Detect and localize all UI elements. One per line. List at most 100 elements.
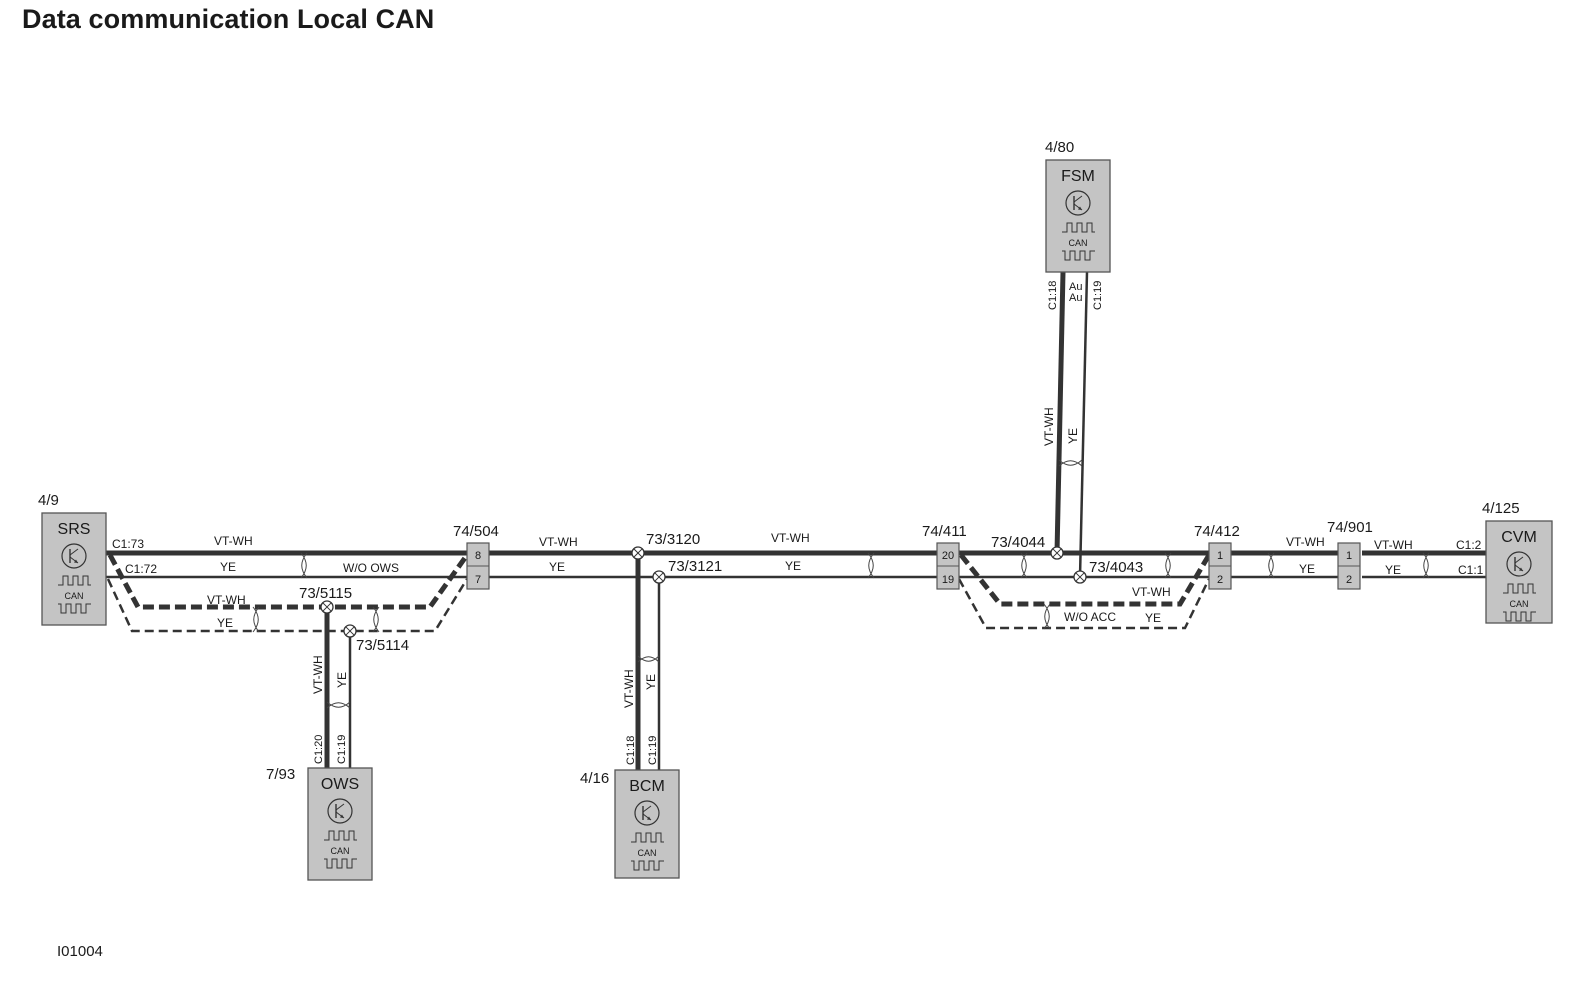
connector-pin: 2	[1346, 574, 1352, 586]
pin-label: C1:19	[647, 736, 659, 765]
module-ref: 7/93	[266, 766, 295, 783]
square-wave-high-icon	[631, 832, 664, 843]
fsm-module-name: FSM	[1061, 168, 1095, 185]
connector-pin: 2	[1217, 574, 1223, 586]
splice-73-4043	[1073, 570, 1087, 584]
srs-module: SRS CAN	[41, 512, 107, 626]
pin-label: C1:1	[1458, 563, 1484, 577]
connector-pin: 19	[942, 574, 954, 586]
pin-label: C1:19	[336, 735, 348, 764]
wire-color-label: YE	[785, 559, 801, 573]
pin-label: C1:73	[112, 537, 144, 551]
wire-color-label: YE	[644, 674, 658, 690]
module-ref: 4/80	[1045, 139, 1074, 156]
wire-color-label: YE	[217, 616, 233, 630]
twisted-pair-icon	[300, 552, 308, 579]
connector-pin: 7	[475, 574, 481, 586]
twisted-pair-icon	[1267, 552, 1275, 579]
au-label: Au	[1069, 281, 1082, 293]
connector-pin: 1	[1346, 550, 1352, 562]
square-wave-high-icon	[324, 830, 357, 841]
wire-color-label: VT-WH	[771, 531, 810, 545]
wire-color-label: VT-WH	[311, 655, 325, 694]
module-ref: 4/16	[580, 770, 609, 787]
transistor-icon	[1506, 551, 1532, 577]
pin-label: C1:2	[1456, 538, 1482, 552]
pin-label: C1:20	[313, 735, 325, 764]
ows-module: OWS CAN	[307, 767, 373, 881]
module-ref: 4/9	[38, 492, 59, 509]
transistor-icon	[327, 798, 353, 824]
square-wave-low-icon	[324, 858, 357, 869]
acc-high-dashed-wire	[959, 553, 1212, 607]
square-wave-high-icon	[58, 575, 91, 586]
twisted-pair-icon	[1043, 603, 1051, 630]
transistor-icon	[61, 543, 87, 569]
splice-73-4044	[1050, 546, 1064, 560]
fsm-can-label: CAN	[1068, 238, 1087, 248]
wire-color-label: VT-WH	[1042, 407, 1056, 446]
ows-low-dashed-wire	[106, 578, 469, 633]
wire-color-label: VT-WH	[622, 669, 636, 708]
srs-module-name: SRS	[58, 521, 91, 538]
transistor-icon	[1065, 190, 1091, 216]
condition-label: W/O ACC	[1064, 610, 1116, 624]
twisted-pair-icon	[252, 606, 260, 633]
wire-color-label: VT-WH	[539, 535, 578, 549]
module-ref: 4/125	[1482, 500, 1520, 517]
twisted-pair-icon	[372, 606, 380, 633]
pin-label: C1:18	[625, 736, 637, 765]
ows-can-label: CAN	[330, 846, 349, 856]
twisted-pair-icon	[1020, 552, 1028, 579]
splice-label: 73/3120	[646, 531, 700, 548]
srs-can-label: CAN	[64, 591, 83, 601]
fsm-high-wire	[1054, 271, 1066, 554]
wire-color-label: YE	[220, 560, 236, 574]
square-wave-low-icon	[1503, 611, 1536, 622]
wire-color-label: YE	[1145, 611, 1161, 625]
bcm-can-label: CAN	[637, 848, 656, 858]
ows-module-name: OWS	[321, 776, 359, 793]
splice-label: 73/5114	[356, 637, 409, 654]
figure-id: I01004	[57, 943, 103, 960]
connector-ref: 74/901	[1327, 519, 1373, 536]
splice-73-5115	[320, 600, 334, 614]
pin-label: C1:19	[1092, 281, 1104, 310]
wire-color-label: VT-WH	[1132, 585, 1171, 599]
twisted-pair-icon	[1058, 459, 1083, 467]
wire-color-label: VT-WH	[207, 593, 246, 607]
wire-color-label: YE	[1066, 428, 1080, 444]
fsm-low-wire	[1078, 271, 1089, 578]
wire-color-label: YE	[1299, 562, 1315, 576]
splice-label: 73/4043	[1089, 559, 1143, 576]
connector-ref: 74/504	[453, 523, 499, 540]
splice-73-3121	[652, 570, 666, 584]
connector-pin: 20	[942, 550, 954, 562]
splice-label: 73/5115	[299, 585, 352, 602]
c74-504-connector: 87	[466, 542, 490, 590]
bcm-module: BCM CAN	[614, 769, 680, 879]
splice-73-3120	[631, 546, 645, 560]
twisted-pair-icon	[867, 552, 875, 579]
connector-pin: 8	[475, 550, 481, 562]
wire-color-label: YE	[335, 672, 349, 688]
pin-label: C1:72	[125, 562, 157, 576]
wire-color-label: YE	[1385, 563, 1401, 577]
wire-color-label: VT-WH	[1374, 538, 1413, 552]
square-wave-low-icon	[631, 860, 664, 871]
square-wave-high-icon	[1503, 583, 1536, 594]
wire-color-label: YE	[549, 560, 565, 574]
pin-label: C1:18	[1047, 281, 1059, 310]
splice-label: 73/4044	[991, 534, 1045, 551]
fsm-module: FSM CAN	[1045, 159, 1111, 273]
twist-markers-layer	[252, 459, 1430, 709]
bcm-module-name: BCM	[629, 778, 665, 795]
splice-73-5114	[343, 624, 357, 638]
page-title: Data communication Local CAN	[22, 4, 435, 34]
au-label: Au	[1069, 292, 1082, 304]
c74-901-connector: 12	[1337, 542, 1361, 590]
